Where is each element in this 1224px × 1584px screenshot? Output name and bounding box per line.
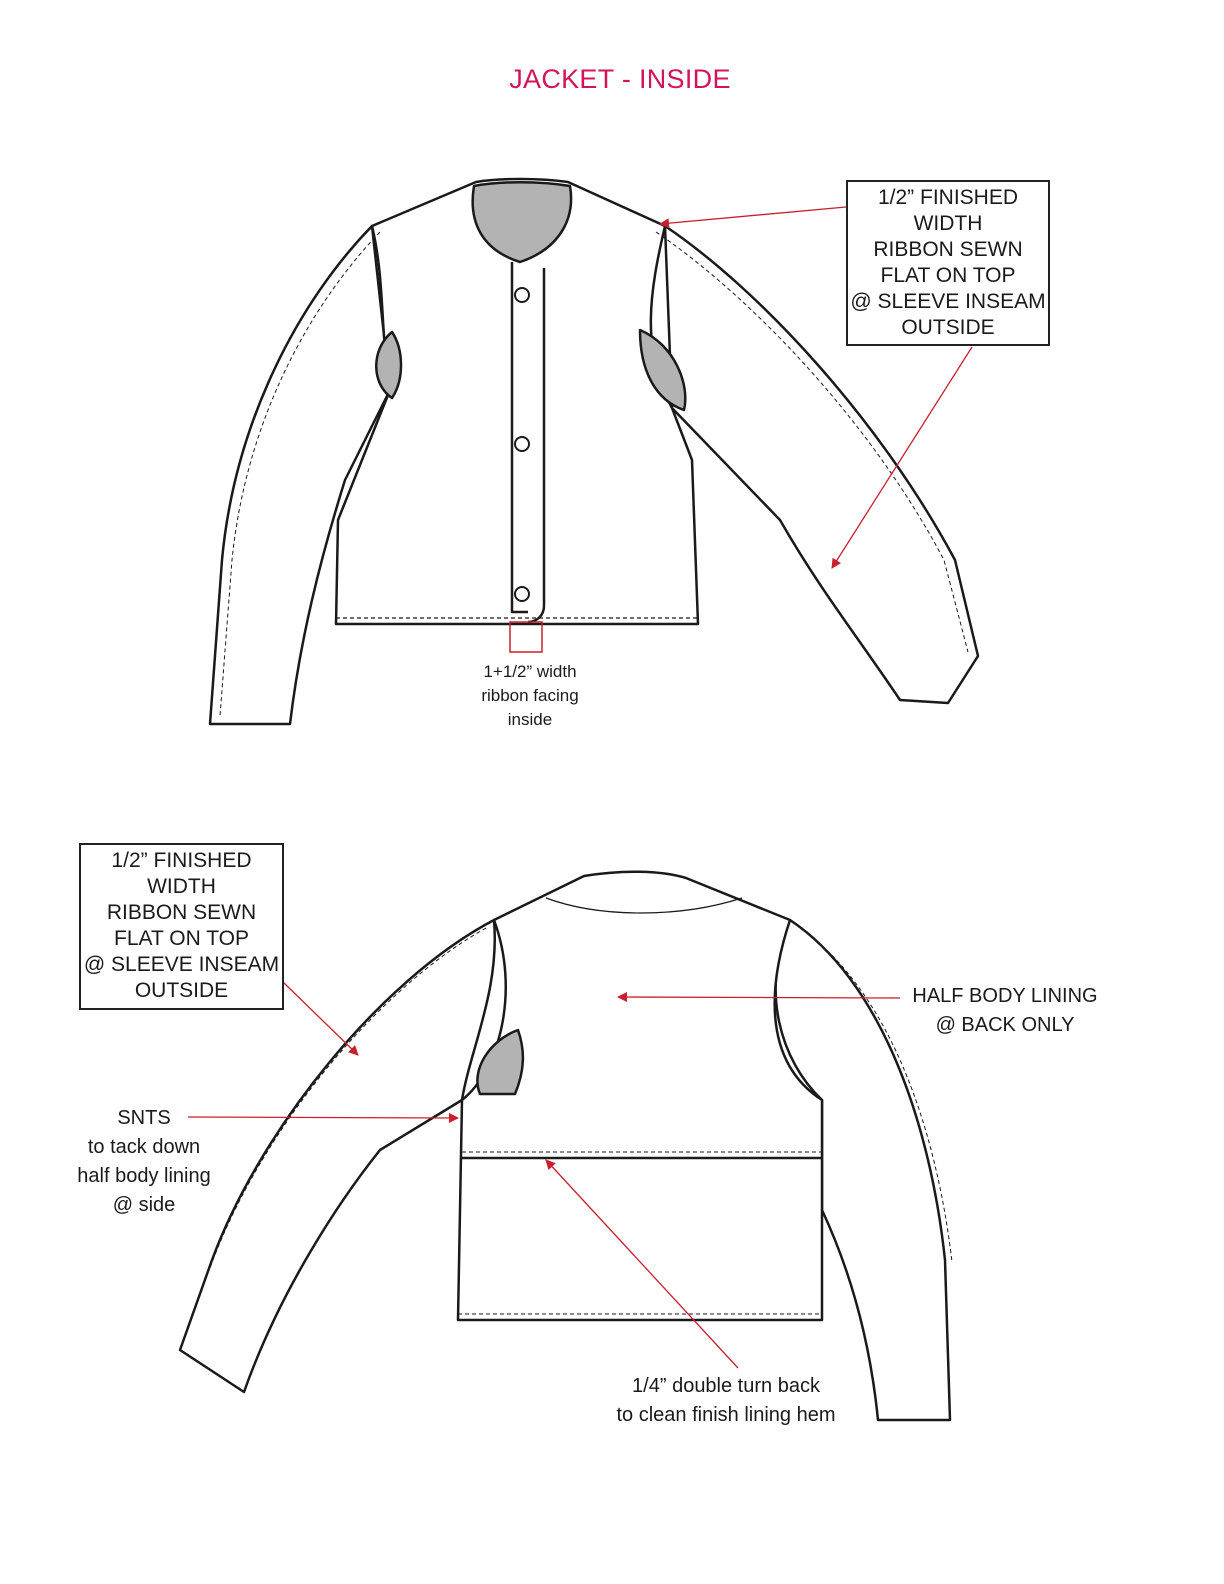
note-line: to tack down — [87, 1136, 201, 1158]
back-sleeve-arrow — [282, 981, 359, 1056]
callout-line: FLAT ON TOP — [114, 927, 249, 950]
callout-line: 1/2” FINISHED — [877, 186, 1019, 209]
callout-line: RIBBON SEWN — [873, 238, 1023, 261]
callout-line: 1/2” FINISHED — [111, 849, 252, 872]
front-right-sleeve — [663, 224, 980, 705]
back-right-sleeve-stitch — [799, 927, 953, 1263]
front-buttons — [514, 287, 530, 602]
note-line: ribbon facing — [481, 686, 579, 705]
back-hem-arrow — [545, 1159, 739, 1369]
jacket-front-view — [208, 177, 980, 726]
back-lining-arrow — [617, 992, 901, 1003]
front-sleeve-arrow — [831, 346, 973, 569]
button — [514, 436, 530, 452]
back-right-sleeve — [774, 918, 952, 1422]
callout-line: WIDTH — [147, 875, 216, 898]
note-line: to clean finish lining hem — [616, 1404, 836, 1426]
note-line: @ BACK ONLY — [935, 1014, 1075, 1036]
callout-line: @ SLEEVE INSEAM — [83, 953, 280, 976]
page-title: JACKET - INSIDE — [509, 64, 731, 94]
note-line: 1+1/2” width — [483, 662, 577, 681]
button — [514, 287, 530, 303]
callout-line: @ SLEEVE INSEAM — [850, 290, 1046, 313]
back-armhole-lining — [476, 1028, 525, 1096]
note-line: HALF BODY LINING — [912, 985, 1098, 1007]
note-line: @ side — [112, 1194, 176, 1216]
front-neck-lining — [471, 181, 573, 264]
note-line: half body lining — [77, 1165, 211, 1187]
back-lining-note: HALF BODY LINING @ BACK ONLY — [900, 982, 1110, 1040]
front-shoulder-callout: 1/2” FINISHED WIDTH RIBBON SEWN FLAT ON … — [846, 180, 1050, 346]
back-hem-note: 1/4” double turn back to clean finish li… — [590, 1372, 862, 1430]
back-neck-stitch — [545, 897, 743, 914]
jacket-back-view — [178, 870, 953, 1422]
back-sleeve-callout: 1/2” FINISHED WIDTH RIBBON SEWN FLAT ON … — [79, 843, 284, 1010]
button — [514, 586, 530, 602]
front-right-sleeve-stitch — [655, 231, 969, 653]
callout-line: RIBBON SEWN — [106, 901, 257, 924]
back-snts-note: SNTS to tack down half body lining @ sid… — [54, 1104, 234, 1220]
front-right-armhole-lining — [638, 328, 687, 412]
front-facing-note: 1+1/2” width ribbon facing inside — [450, 660, 610, 732]
back-left-sleeve — [178, 918, 497, 1394]
front-left-sleeve-stitch — [219, 231, 381, 717]
callout-line: WIDTH — [913, 212, 983, 235]
front-left-armhole-lining — [375, 330, 403, 400]
callout-line: OUTSIDE — [134, 979, 229, 1002]
back-left-sleeve-stitch — [209, 927, 487, 1269]
front-left-sleeve — [208, 224, 392, 726]
note-line: inside — [507, 710, 553, 729]
callout-line: FLAT ON TOP — [880, 264, 1016, 287]
back-body — [456, 870, 824, 1322]
note-line: SNTS — [117, 1107, 171, 1129]
back-snts-arrow — [187, 1112, 459, 1123]
front-shoulder-arrow — [659, 206, 847, 229]
facing-marker — [509, 621, 543, 653]
callout-line: OUTSIDE — [901, 316, 995, 339]
note-line: 1/4” double turn back — [632, 1375, 820, 1397]
